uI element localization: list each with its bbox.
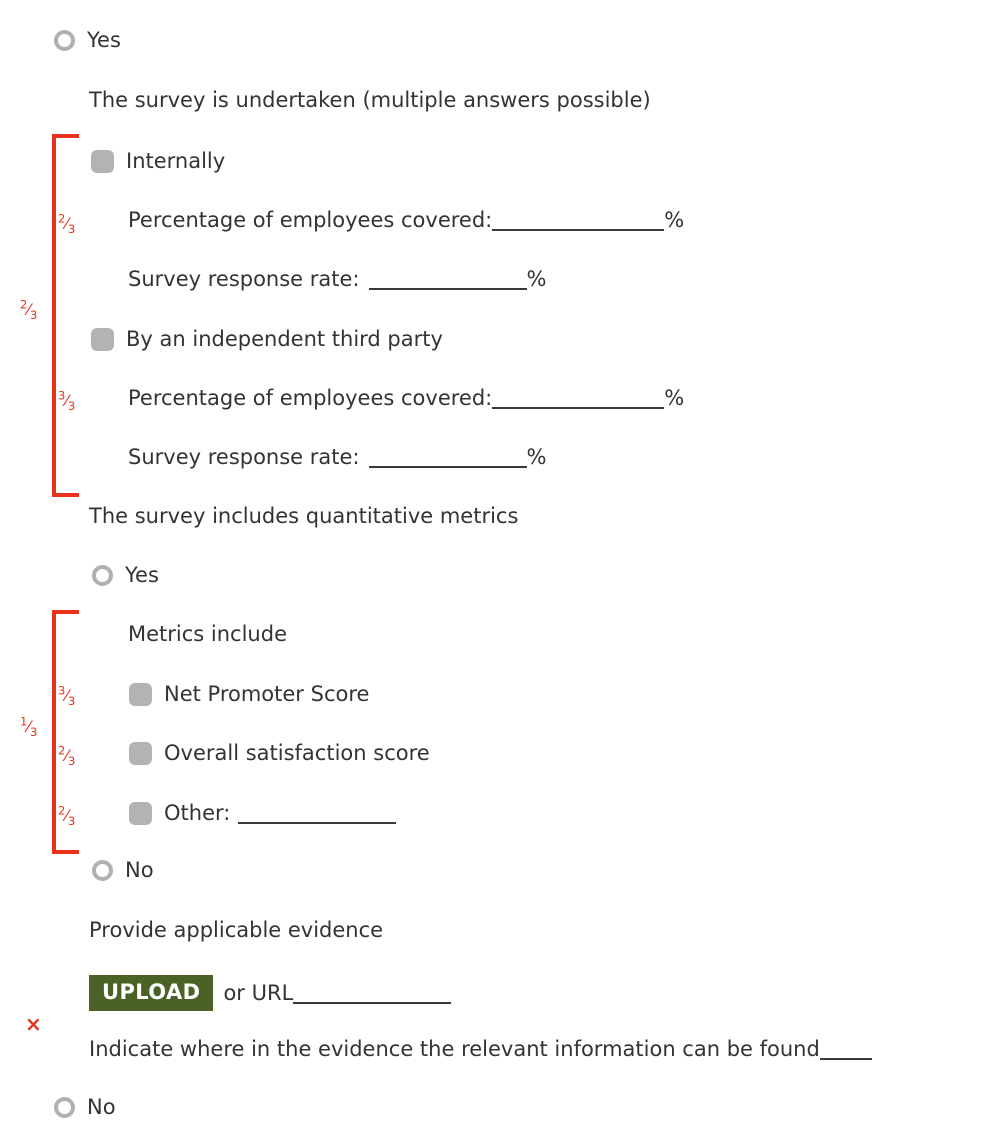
row-label: Indicate where in the evidence the relev…: [89, 1037, 820, 1062]
url-input[interactable]: [293, 982, 452, 1004]
or-url-label: or URL: [223, 980, 294, 1005]
option-label: No: [125, 858, 154, 882]
checkbox-label: Other:: [164, 801, 231, 825]
fraction-slash: ⁄: [65, 746, 68, 765]
option-label: Yes: [125, 563, 159, 587]
option-row-yes-metrics[interactable]: Yes: [92, 565, 159, 586]
fraction-numerator: 3: [58, 388, 66, 403]
checkbox-icon[interactable]: [129, 742, 152, 765]
field-row-response-rate-third-party[interactable]: Survey response rate: %: [128, 445, 547, 470]
fraction-numerator: 2: [20, 297, 28, 312]
checkbox-label: Internally: [126, 149, 226, 173]
field-label: Percentage of employees covered:: [128, 208, 493, 233]
checkbox-icon[interactable]: [129, 802, 152, 825]
fraction-denominator: 3: [30, 725, 38, 740]
percent-suffix: %: [526, 267, 547, 292]
field-label: Survey response rate:: [128, 267, 360, 292]
annotation-bracket-metrics: [52, 610, 79, 854]
annotation-fraction-overall-satisfaction: 2⁄3: [58, 745, 75, 767]
text-row-quantitative-metrics: The survey includes quantitative metrics: [89, 506, 518, 527]
annotation-fraction-internally: 2⁄3: [58, 213, 75, 235]
row-label: Metrics include: [128, 622, 287, 646]
fraction-denominator: 3: [30, 308, 38, 323]
radio-icon[interactable]: [92, 565, 113, 586]
fraction-numerator: 3: [58, 683, 66, 698]
radio-icon[interactable]: [92, 860, 113, 881]
text-row-metrics-include: Metrics include: [128, 624, 287, 645]
percent-suffix: %: [526, 445, 547, 470]
fraction-slash: ⁄: [27, 300, 30, 319]
checkbox-row-overall-satisfaction[interactable]: Overall satisfaction score: [129, 742, 430, 765]
option-label: Yes: [87, 28, 121, 52]
percentage-covered-input[interactable]: [492, 210, 665, 232]
fraction-slash: ⁄: [65, 806, 68, 825]
text-row-provide-evidence: Provide applicable evidence: [89, 920, 383, 941]
checkbox-icon[interactable]: [129, 683, 152, 706]
checkbox-label: Net Promoter Score: [164, 682, 370, 706]
checkbox-label: By an independent third party: [126, 327, 443, 351]
field-row-percentage-covered-third-party[interactable]: Percentage of employees covered: %: [128, 386, 685, 411]
fraction-numerator: 2: [58, 743, 66, 758]
field-row-percentage-covered-internal[interactable]: Percentage of employees covered: %: [128, 208, 685, 233]
annotation-fraction-net-promoter: 3⁄3: [58, 685, 75, 707]
checkbox-icon[interactable]: [91, 328, 114, 351]
annotation-fraction-outer-metrics: 1⁄3: [20, 716, 37, 738]
percent-suffix: %: [664, 386, 685, 411]
fraction-denominator: 3: [68, 399, 76, 414]
response-rate-input[interactable]: [368, 447, 527, 469]
upload-row[interactable]: UPLOAD or URL: [89, 975, 452, 1011]
fraction-denominator: 3: [68, 754, 76, 769]
checkbox-row-net-promoter-score[interactable]: Net Promoter Score: [129, 683, 369, 706]
percentage-covered-input[interactable]: [492, 388, 665, 410]
text-row-indicate-where[interactable]: Indicate where in the evidence the relev…: [89, 1037, 872, 1062]
fraction-slash: ⁄: [65, 214, 68, 233]
option-row-no-metrics[interactable]: No: [92, 860, 154, 881]
fraction-denominator: 3: [68, 694, 76, 709]
row-label: Provide applicable evidence: [89, 918, 384, 942]
radio-icon[interactable]: [54, 1097, 75, 1118]
field-label: Percentage of employees covered:: [128, 386, 493, 411]
checkbox-icon[interactable]: [91, 150, 114, 173]
fraction-numerator: 2: [58, 803, 66, 818]
checkbox-row-third-party[interactable]: By an independent third party: [91, 328, 443, 351]
annotation-fraction-third-party: 3⁄3: [58, 390, 75, 412]
row-label: The survey is undertaken (multiple answe…: [89, 88, 651, 112]
checkbox-label: Overall satisfaction score: [164, 741, 430, 765]
annotation-cross-icon: ×: [25, 1012, 42, 1036]
response-rate-input[interactable]: [368, 269, 527, 291]
fraction-slash: ⁄: [65, 686, 68, 705]
other-metric-input[interactable]: [238, 803, 397, 825]
percent-suffix: %: [664, 208, 685, 233]
annotation-fraction-outer-survey: 2⁄3: [20, 299, 37, 321]
checkbox-row-other[interactable]: Other:: [129, 801, 397, 825]
annotation-bracket-survey-methods: [52, 134, 79, 497]
option-row-yes-top[interactable]: Yes: [54, 30, 121, 51]
fraction-numerator: 1: [20, 714, 28, 729]
checkbox-row-internally[interactable]: Internally: [91, 150, 225, 173]
option-row-no-bottom[interactable]: No: [54, 1097, 116, 1118]
field-label: Survey response rate:: [128, 445, 360, 470]
option-label: No: [87, 1095, 116, 1119]
upload-button[interactable]: UPLOAD: [89, 975, 214, 1011]
field-row-response-rate-internal[interactable]: Survey response rate: %: [128, 267, 547, 292]
fraction-numerator: 2: [58, 211, 66, 226]
row-label: The survey includes quantitative metrics: [89, 504, 519, 528]
annotation-fraction-other: 2⁄3: [58, 805, 75, 827]
fraction-denominator: 3: [68, 222, 76, 237]
radio-icon[interactable]: [54, 30, 75, 51]
fraction-slash: ⁄: [65, 391, 68, 410]
text-row-survey-undertaken: The survey is undertaken (multiple answe…: [89, 90, 651, 111]
evidence-location-input[interactable]: [819, 1039, 872, 1061]
fraction-denominator: 3: [68, 814, 76, 829]
fraction-slash: ⁄: [27, 717, 30, 736]
